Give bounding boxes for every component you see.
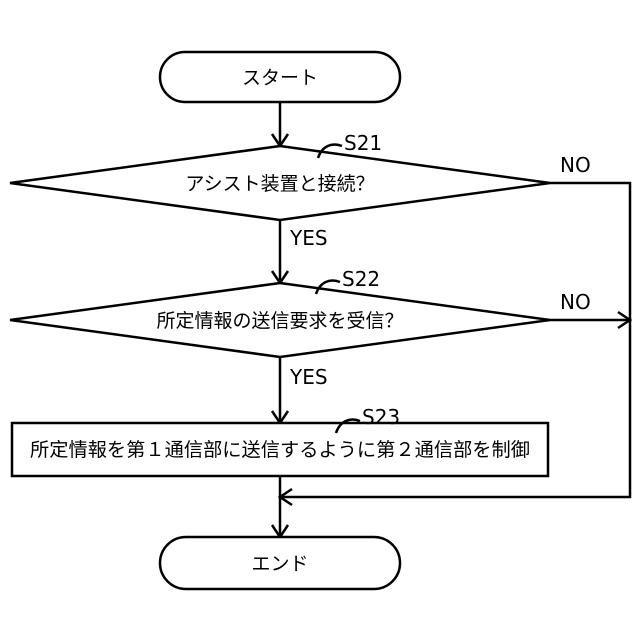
decision2-label: 所定情報の送信要求を受信？ bbox=[156, 310, 403, 332]
step-s22-label: S22 bbox=[342, 267, 380, 291]
start-label: スタート bbox=[242, 67, 318, 89]
decision1-label: アシスト装置と接続？ bbox=[185, 173, 374, 195]
decision1-no-label: NO bbox=[560, 153, 591, 177]
step-s21-label: S21 bbox=[344, 131, 382, 155]
step-s23-label: S23 bbox=[362, 405, 400, 429]
decision1-yes-label: YES bbox=[289, 226, 328, 250]
decision2-no-label: NO bbox=[560, 290, 591, 314]
decision2-yes-label: YES bbox=[289, 365, 328, 389]
end-label: エンド bbox=[251, 553, 308, 575]
process1-label: 所定情報を第１通信部に送信するように第２通信部を制御 bbox=[30, 439, 530, 461]
